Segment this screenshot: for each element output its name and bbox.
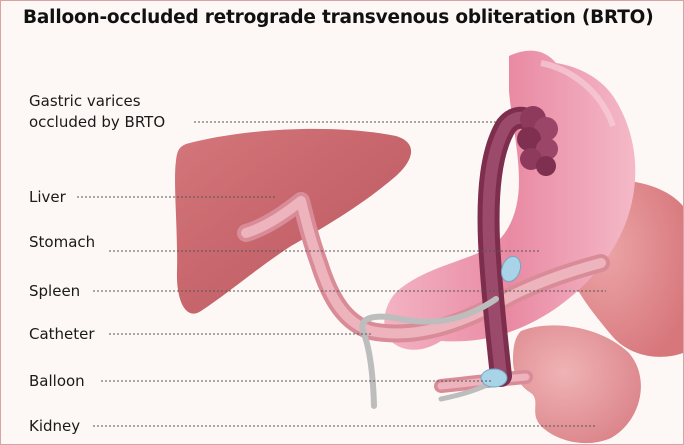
- label-balloon: Balloon: [29, 372, 85, 390]
- label-catheter: Catheter: [29, 325, 95, 343]
- label-stomach: Stomach: [29, 233, 95, 251]
- balloon-lower: [481, 369, 507, 387]
- label-gastric-varices-line1: Gastric varices: [29, 92, 141, 110]
- label-liver: Liver: [29, 188, 66, 206]
- label-gastric-varices-line2: occluded by BRTO: [29, 113, 165, 131]
- label-kidney: Kidney: [29, 417, 80, 435]
- label-spleen: Spleen: [29, 282, 80, 300]
- liver-shape: [175, 129, 411, 314]
- diagram-title: Balloon-occluded retrograde transvenous …: [23, 7, 653, 28]
